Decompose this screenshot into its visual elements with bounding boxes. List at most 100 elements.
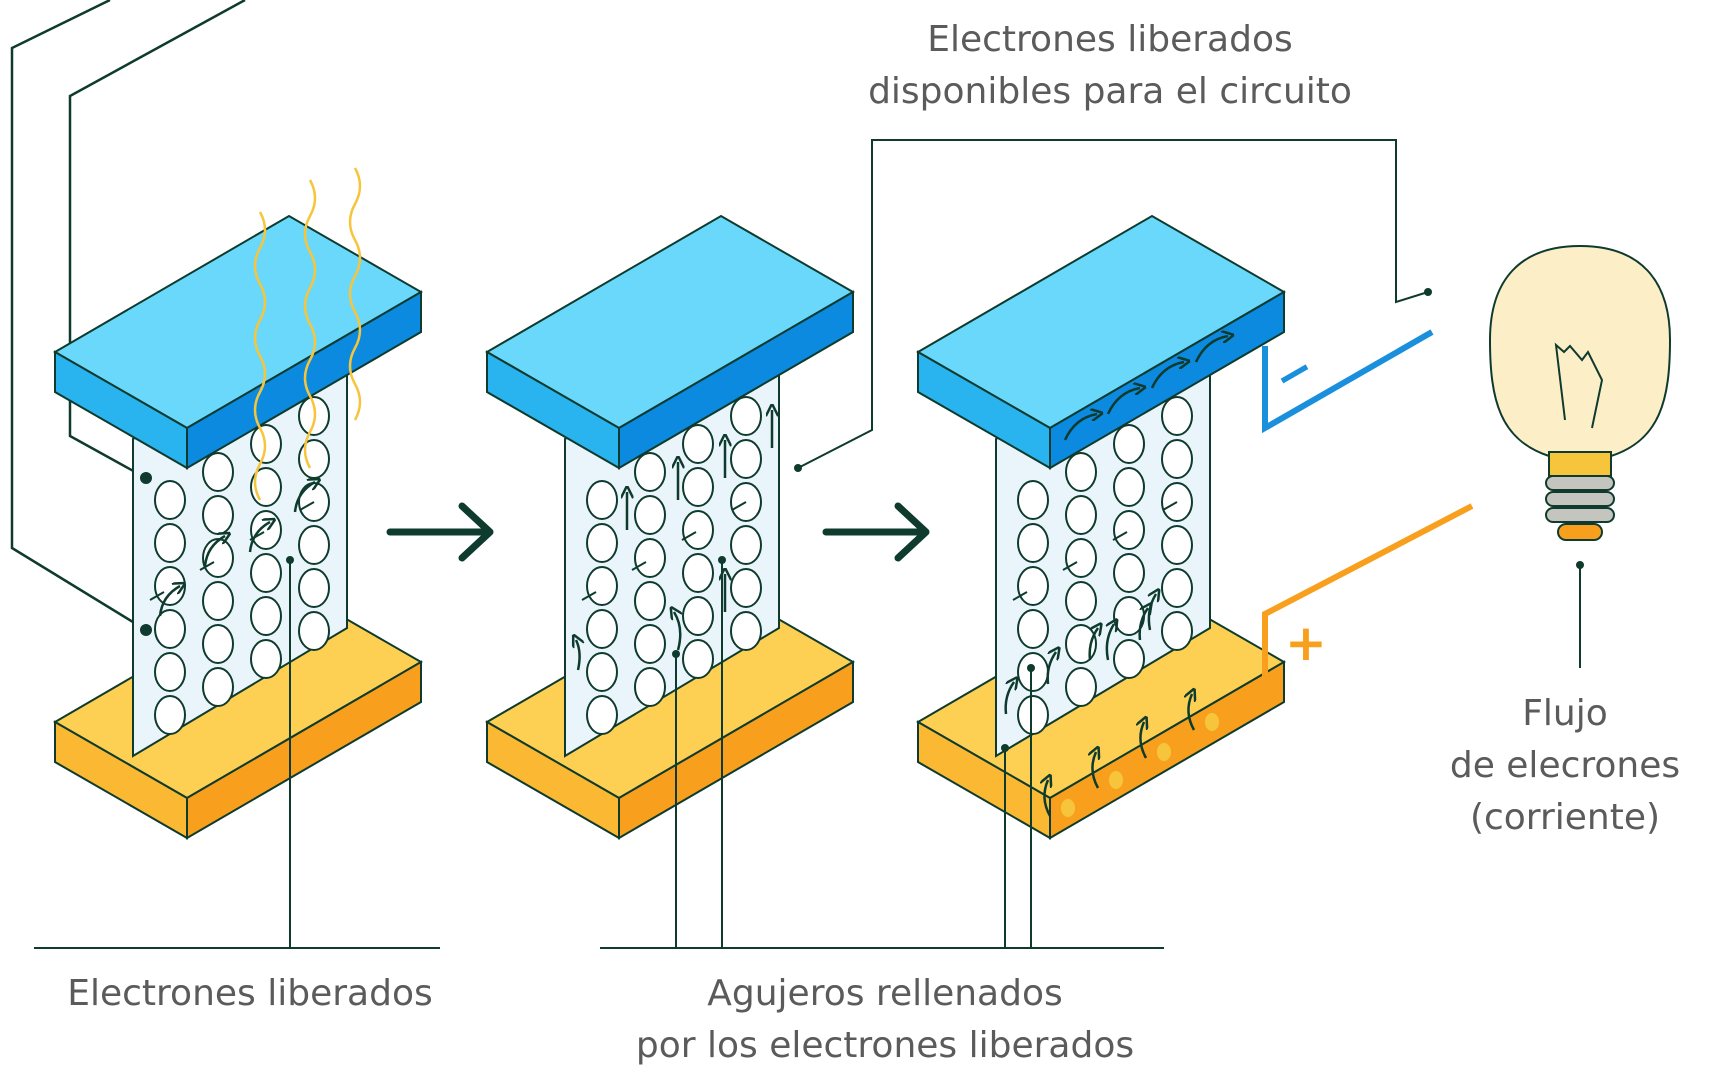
label-line: de elecrones bbox=[1449, 745, 1681, 786]
atom bbox=[298, 525, 330, 565]
n-type-cap-2 bbox=[485, 214, 855, 470]
wire-node bbox=[140, 472, 152, 484]
atom bbox=[250, 510, 282, 550]
junction-dash bbox=[149, 591, 165, 601]
atom bbox=[586, 652, 618, 692]
atom bbox=[250, 596, 282, 636]
atom bbox=[586, 566, 618, 606]
atom bbox=[730, 568, 762, 608]
holes-in-base bbox=[1061, 713, 1219, 817]
sunlight-waves bbox=[253, 167, 362, 501]
atom bbox=[154, 480, 186, 520]
atom bbox=[1017, 695, 1049, 735]
process-arrow bbox=[386, 502, 494, 562]
junction-dash bbox=[581, 591, 597, 601]
atom bbox=[154, 566, 186, 606]
atom bbox=[1017, 480, 1049, 520]
atom bbox=[154, 652, 186, 692]
label-line: Agujeros rellenados bbox=[707, 973, 1063, 1014]
positive-terminal-sign: + bbox=[1285, 614, 1327, 672]
atom bbox=[250, 553, 282, 593]
negative-wire bbox=[1262, 329, 1434, 434]
atom bbox=[634, 538, 666, 578]
atom bbox=[634, 581, 666, 621]
atom bbox=[1113, 553, 1145, 593]
atom bbox=[1161, 525, 1193, 565]
label-released-electrons-circuit: Electrones liberados disponibles para el… bbox=[800, 14, 1420, 118]
atom bbox=[298, 611, 330, 651]
negative-terminal-sign: − bbox=[1264, 339, 1324, 405]
atom bbox=[1065, 452, 1097, 492]
label-line: Electrones liberados bbox=[927, 19, 1293, 60]
atom bbox=[682, 424, 714, 464]
atom bbox=[298, 439, 330, 479]
junction-dash bbox=[681, 531, 697, 541]
electron-arrows-2 bbox=[576, 410, 772, 671]
atom-grid-2 bbox=[581, 396, 762, 735]
atom bbox=[730, 396, 762, 436]
solar-cell-panel-3 bbox=[916, 214, 1286, 840]
atom bbox=[634, 452, 666, 492]
atom bbox=[682, 639, 714, 679]
atom bbox=[586, 609, 618, 649]
process-arrow bbox=[822, 502, 930, 562]
atom bbox=[1161, 568, 1193, 608]
atom bbox=[586, 523, 618, 563]
junction-dash bbox=[731, 501, 747, 511]
junction-dash bbox=[1012, 591, 1028, 601]
atom bbox=[202, 667, 234, 707]
atom bbox=[1017, 609, 1049, 649]
junction-dash bbox=[631, 561, 647, 571]
electron-arrows-1 bbox=[158, 482, 315, 617]
atom bbox=[154, 523, 186, 563]
junction-dash bbox=[299, 501, 315, 511]
leader-lines bbox=[34, 139, 1581, 949]
junction-dash bbox=[1162, 501, 1178, 511]
atom bbox=[634, 495, 666, 535]
atom bbox=[682, 596, 714, 636]
label-line: por los electrones liberados bbox=[635, 1025, 1135, 1066]
atom bbox=[1161, 396, 1193, 436]
junction-dash bbox=[1062, 561, 1078, 571]
label-line: Electrones liberados bbox=[67, 973, 433, 1014]
atom bbox=[586, 695, 618, 735]
atom bbox=[154, 695, 186, 735]
wire-node bbox=[140, 624, 152, 636]
atom bbox=[202, 581, 234, 621]
atom bbox=[202, 495, 234, 535]
atom bbox=[634, 624, 666, 664]
n-type-cap-3 bbox=[916, 214, 1286, 470]
electron-wires-left bbox=[10, 0, 246, 632]
junction-dash bbox=[199, 561, 215, 571]
atom bbox=[1065, 538, 1097, 578]
atom bbox=[682, 467, 714, 507]
atom-grid-3 bbox=[1012, 396, 1193, 735]
atom bbox=[1113, 639, 1145, 679]
atom bbox=[1017, 652, 1049, 692]
atom bbox=[682, 510, 714, 550]
atom bbox=[1113, 467, 1145, 507]
atom bbox=[1113, 510, 1145, 550]
atom bbox=[1017, 566, 1049, 606]
atom bbox=[202, 624, 234, 664]
atom bbox=[1065, 495, 1097, 535]
leader-dots bbox=[286, 288, 1584, 752]
atom bbox=[1065, 667, 1097, 707]
electron-arrows-3 bbox=[1004, 336, 1228, 817]
atom bbox=[634, 667, 666, 707]
label-line: disponibles para el circuito bbox=[868, 71, 1352, 112]
atom bbox=[202, 452, 234, 492]
atom bbox=[1113, 424, 1145, 464]
atom bbox=[298, 568, 330, 608]
atom bbox=[730, 525, 762, 565]
solar-cell-panel-1 bbox=[53, 167, 423, 840]
label-holes-filled: Agujeros rellenados por los electrones l… bbox=[590, 968, 1180, 1072]
positive-wire bbox=[1262, 503, 1474, 680]
atom bbox=[1161, 611, 1193, 651]
junction-dash bbox=[1112, 531, 1128, 541]
atom bbox=[1017, 523, 1049, 563]
n-type-cap-1 bbox=[53, 214, 423, 470]
light-bulb bbox=[1488, 244, 1672, 541]
atom bbox=[1065, 581, 1097, 621]
